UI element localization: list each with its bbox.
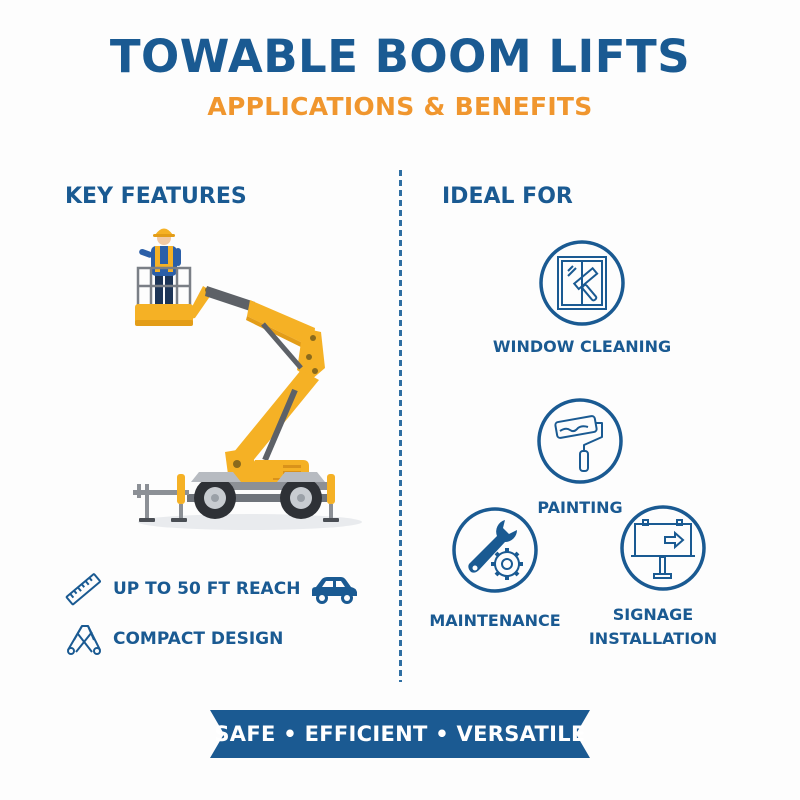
paint-roller-icon xyxy=(537,398,623,484)
page-title: TOWABLE BOOM LIFTS xyxy=(109,30,691,83)
use-window-cleaning-label: WINDOW CLEANING xyxy=(492,337,672,356)
page-subtitle: APPLICATIONS & BENEFITS xyxy=(207,92,593,121)
window-squeegee-icon xyxy=(539,240,625,326)
feature-compact-label: COMPACT DESIGN xyxy=(113,629,284,649)
worker-figure xyxy=(139,228,181,308)
use-painting-label: PAINTING xyxy=(537,498,623,517)
car-icon xyxy=(312,577,357,604)
key-features-heading: KEY FEATURES xyxy=(65,184,247,209)
footer-ribbon xyxy=(210,710,590,758)
billboard-icon xyxy=(620,505,706,591)
wrench-gear-icon xyxy=(452,507,538,593)
ruler-icon xyxy=(65,573,101,606)
footer-banner-text: SAFE • EFFICIENT • VERSATILE xyxy=(214,722,586,746)
column-divider xyxy=(399,170,402,682)
use-signage-label-line1: SIGNAGE xyxy=(612,605,694,624)
use-signage-label-line2: INSTALLATION xyxy=(588,629,718,648)
ideal-for-heading: IDEAL FOR xyxy=(442,184,573,209)
feature-reach-label: UP TO 50 FT REACH xyxy=(113,579,301,599)
boom-lift-illustration xyxy=(133,228,362,530)
compact-fold-icon xyxy=(67,625,101,655)
use-maintenance-label: MAINTENANCE xyxy=(429,611,561,630)
